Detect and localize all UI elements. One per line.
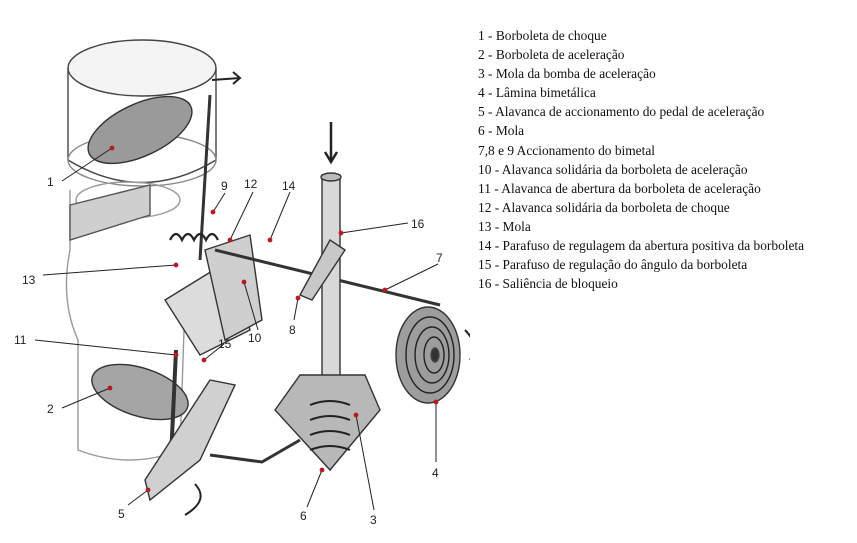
callout-6: 6 (300, 509, 307, 523)
legend-item: 1 - Borboleta de choque (478, 28, 607, 43)
legend-item: 15 - Parafuso de regulação do ângulo da … (478, 257, 748, 273)
callout-9: 9 (221, 179, 228, 193)
legend-item: 2 - Borboleta de aceleração (478, 47, 625, 63)
carburetor-body (65, 181, 186, 461)
throttle-butterfly (91, 363, 189, 421)
legend-item: 3 - Mola da bomba de aceleração (478, 66, 656, 82)
callout-14: 14 (282, 179, 296, 193)
callout-12: 12 (244, 177, 258, 191)
legend-item: 5 - Alavanca de accionamento do pedal de… (478, 104, 765, 120)
legend-item: 6 - Mola (478, 123, 525, 139)
lever-plate (204, 234, 263, 342)
callout-11: 11 (14, 333, 27, 347)
choke-butterfly (87, 95, 193, 165)
carburetor-mechanism-diagram: 1 2 3 4 5 6 7 8 9 10 11 12 13 14 15 16 (14, 39, 470, 527)
callout-2: 2 (47, 402, 54, 416)
legend-item: 7,8 e 9 Accionamento do bimetal (478, 142, 656, 158)
callout-15: 15 (218, 337, 232, 351)
callout-1: 1 (47, 175, 54, 189)
pedal-lever (144, 379, 237, 502)
bimetal-coil (395, 306, 461, 404)
callout-8: 8 (289, 323, 296, 337)
air-intake-cylinder (67, 39, 217, 187)
legend-item: 13 - Mola (478, 218, 531, 234)
lever-8 (299, 238, 346, 301)
legend-item: 10 - Alavanca solidária da borboleta de … (478, 161, 748, 177)
central-shaft (321, 174, 341, 406)
legend-item: 11 - Alavanca de abertura da borboleta d… (478, 180, 761, 196)
legend-item: 12 - Alavanca solidária da borboleta de … (478, 199, 730, 215)
callout-13: 13 (22, 273, 36, 287)
callout-7: 7 (436, 251, 443, 265)
spring-13 (169, 232, 219, 243)
callout-16: 16 (411, 217, 425, 231)
legend-item: 4 - Lâmina bimetálica (478, 85, 596, 101)
callout-5: 5 (118, 507, 125, 521)
legend-item: 14 - Parafuso de regulagem da abertura p… (478, 238, 805, 254)
legend-list: 1 - Borboleta de choque 2 - Borboleta de… (478, 26, 853, 293)
callout-4: 4 (432, 466, 439, 480)
callout-3: 3 (370, 513, 377, 527)
callout-10: 10 (248, 331, 262, 345)
legend-item: 16 - Saliência de bloqueio (478, 276, 618, 292)
accelerator-pump (274, 374, 381, 472)
